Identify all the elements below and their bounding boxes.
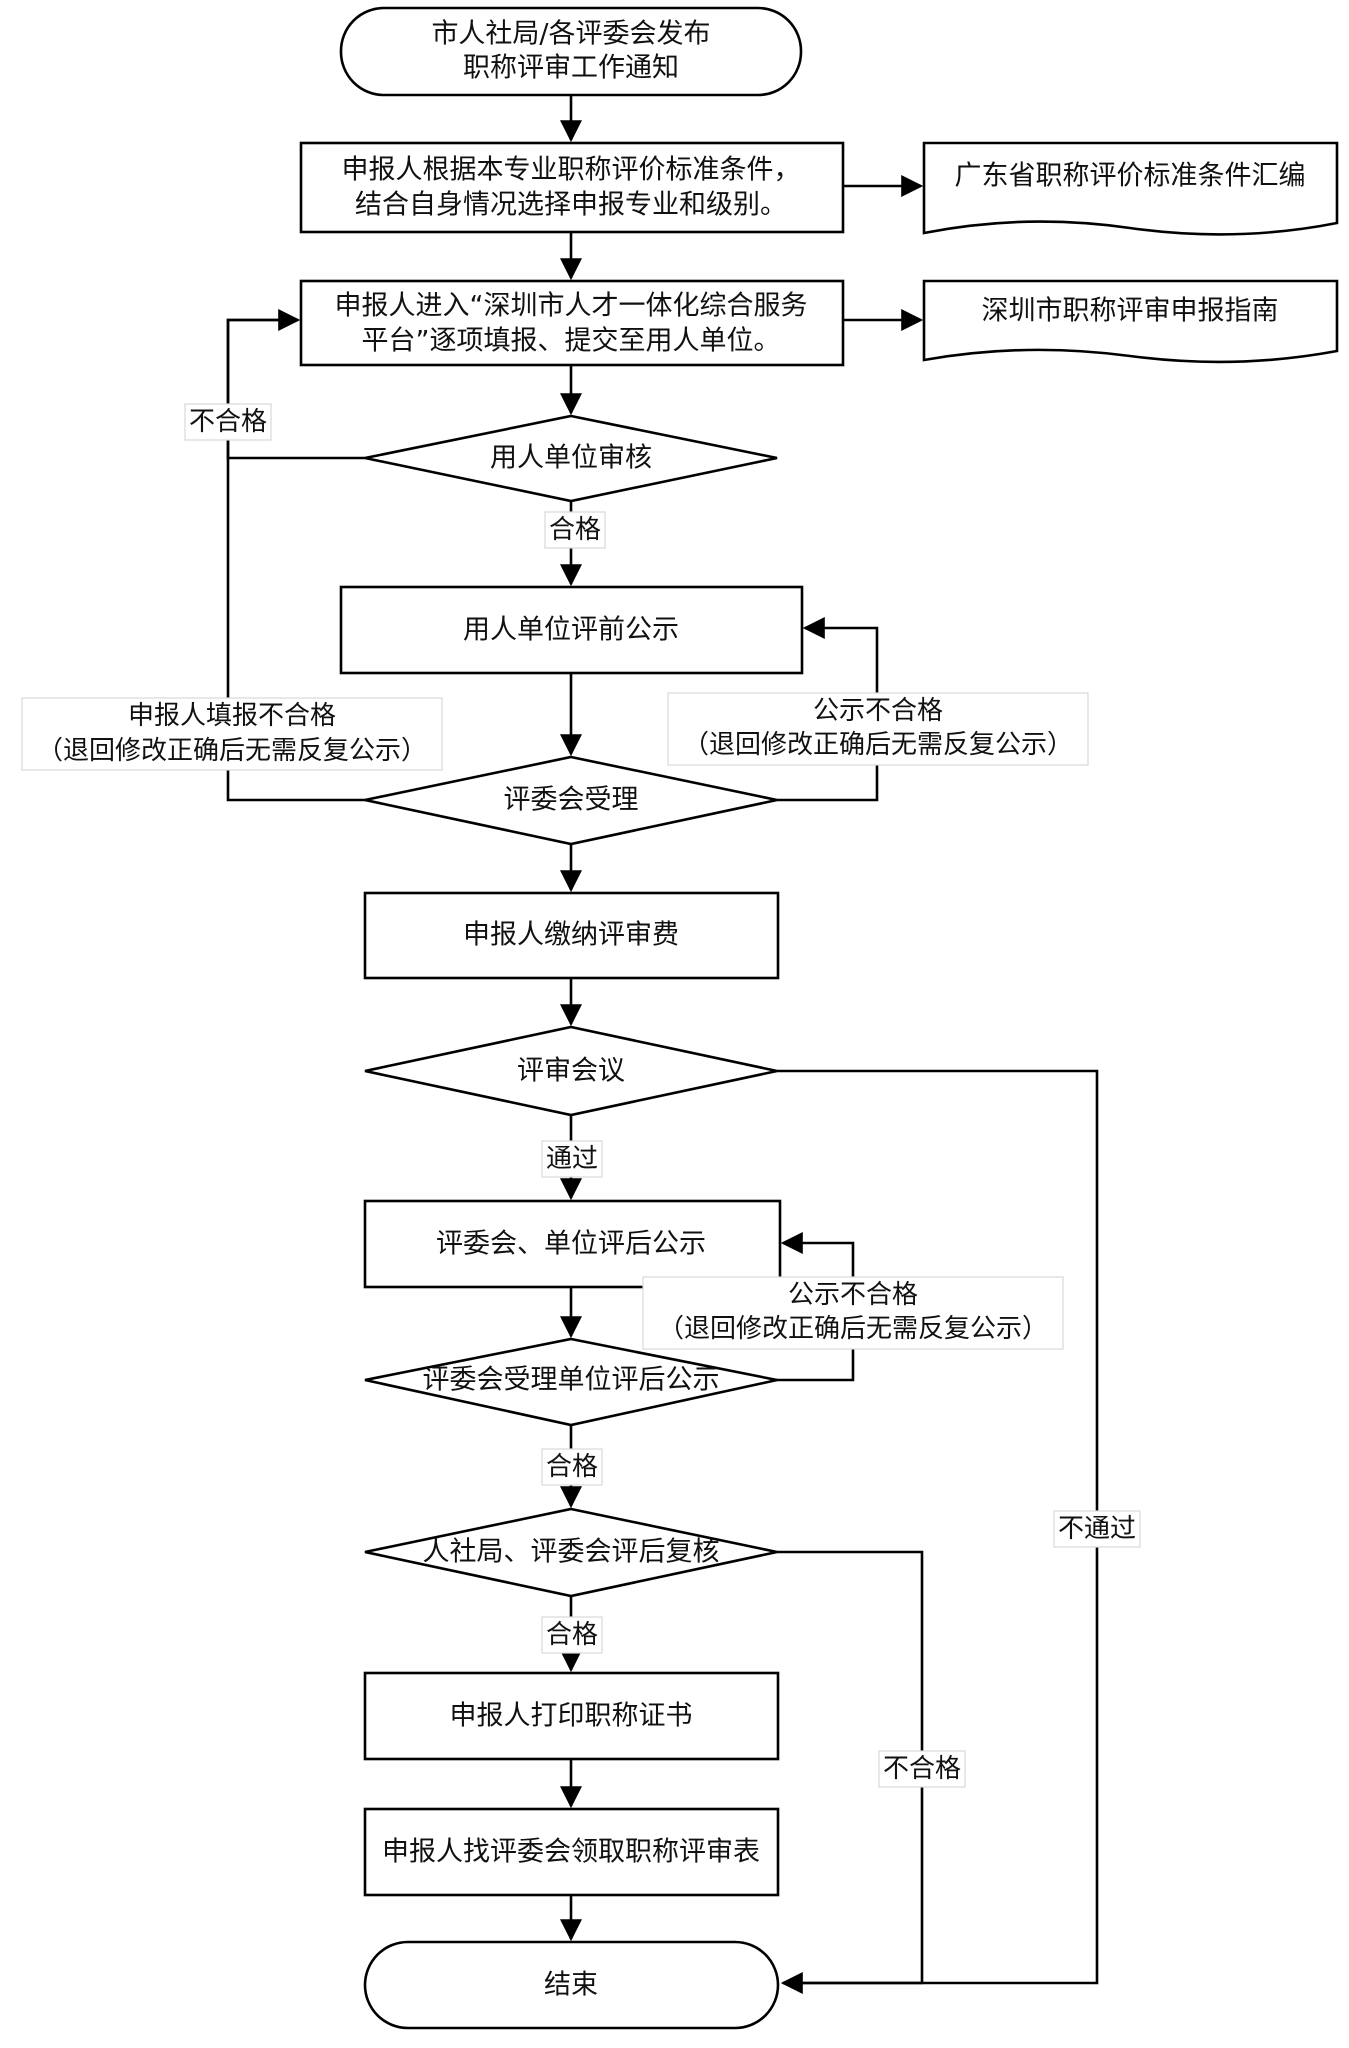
label-passed: 通过 (541, 1140, 603, 1178)
print-cert-text: 申报人打印职称证书 (450, 1701, 693, 1732)
end-text: 结束 (544, 1970, 598, 2001)
submit-platform-process: 申报人进入“深圳市人才一体化综合服务 平台”逐项填报、提交至用人单位。 (299, 279, 845, 367)
unit-pre-publicity-process: 用人单位评前公示 (339, 585, 804, 675)
recheck-decision: 人社局、评委会评后复核 (364, 1507, 778, 1598)
label-publicity-unqualified-2-line-1: 公示不合格 (788, 1280, 918, 1310)
label-publicity-unqualified-1-line-1: 公示不合格 (813, 696, 943, 726)
doc-guide: 深圳市职称评审申报指南 (922, 279, 1339, 364)
collect-form-process: 申报人找评委会领取职称评审表 (363, 1807, 780, 1897)
start-text-line-2: 职称评审工作通知 (463, 53, 679, 84)
doc-standards: 广东省职称评价标准条件汇编 (922, 141, 1339, 236)
label-qualified-1: 合格 (544, 511, 606, 549)
start-text-line-1: 市人社局/各评委会发布 (431, 19, 710, 50)
submit-platform-text-line-2: 平台”逐项填报、提交至用人单位。 (362, 326, 781, 357)
label-unqualified-recheck: 不合格 (878, 1750, 966, 1788)
accept-post-publicity-text: 评委会受理单位评后公示 (423, 1365, 720, 1396)
committee-accept-text: 评委会受理 (504, 785, 639, 816)
label-qualified-2-text: 合格 (546, 1452, 598, 1482)
label-passed-text: 通过 (546, 1144, 598, 1174)
label-qualified-2: 合格 (541, 1448, 603, 1486)
label-filing-unqualified-line-1: 申报人填报不合格 (128, 701, 336, 731)
recheck-text: 人社局、评委会评后复核 (423, 1537, 720, 1568)
loop-filing-unqualified (226, 318, 365, 802)
post-publicity-text: 评委会、单位评后公示 (436, 1229, 706, 1260)
label-publicity-unqualified-2: 公示不合格 （退回修改正确后无需反复公示） (642, 1276, 1064, 1350)
label-filing-unqualified: 申报人填报不合格 （退回修改正确后无需反复公示） (21, 697, 443, 771)
collect-form-text: 申报人找评委会领取职称评审表 (382, 1837, 760, 1868)
end-terminal: 结束 (363, 1940, 780, 2030)
committee-accept-decision: 评委会受理 (364, 755, 778, 846)
accept-post-publicity-decision: 评委会受理单位评后公示 (364, 1337, 778, 1427)
label-unqualified-recheck-text: 不合格 (883, 1754, 961, 1784)
label-unqualified: 不合格 (184, 403, 272, 441)
select-major-process: 申报人根据本专业职称评价标准条件， 结合自身情况选择申报专业和级别。 (299, 141, 845, 234)
label-not-passed-text: 不通过 (1058, 1514, 1136, 1544)
select-major-text-line-2: 结合自身情况选择申报专业和级别。 (355, 190, 787, 221)
start-terminal: 市人社局/各评委会发布 职称评审工作通知 (339, 6, 803, 97)
pay-fee-process: 申报人缴纳评审费 (363, 891, 780, 980)
unit-review-decision: 用人单位审核 (364, 414, 778, 503)
post-publicity-process: 评委会、单位评后公示 (363, 1199, 782, 1289)
label-filing-unqualified-line-2: （退回修改正确后无需反复公示） (37, 736, 427, 766)
label-publicity-unqualified-2-line-2: （退回修改正确后无需反复公示） (658, 1314, 1048, 1344)
print-cert-process: 申报人打印职称证书 (363, 1671, 780, 1761)
label-qualified-1-text: 合格 (549, 515, 601, 545)
path-meeting-not-passed (777, 1069, 1099, 1994)
label-qualified-3-text: 合格 (546, 1620, 598, 1650)
label-qualified-3: 合格 (541, 1616, 603, 1654)
unit-pre-publicity-text: 用人单位评前公示 (463, 615, 679, 646)
doc-guide-text: 深圳市职称评审申报指南 (982, 296, 1279, 327)
unit-review-text: 用人单位审核 (490, 443, 652, 474)
review-meeting-text: 评审会议 (517, 1056, 625, 1087)
doc-standards-text: 广东省职称评价标准条件汇编 (955, 161, 1306, 192)
label-publicity-unqualified-1-line-2: （退回修改正确后无需反复公示） (683, 730, 1073, 760)
label-unqualified-text: 不合格 (189, 407, 267, 437)
label-not-passed: 不通过 (1053, 1510, 1141, 1548)
submit-platform-text-line-1: 申报人进入“深圳市人才一体化综合服务 (335, 291, 808, 322)
select-major-text-line-1: 申报人根据本专业职称评价标准条件， (342, 155, 801, 186)
label-publicity-unqualified-1: 公示不合格 （退回修改正确后无需反复公示） (667, 692, 1089, 766)
pay-fee-text: 申报人缴纳评审费 (463, 920, 679, 951)
review-meeting-decision: 评审会议 (364, 1025, 778, 1117)
